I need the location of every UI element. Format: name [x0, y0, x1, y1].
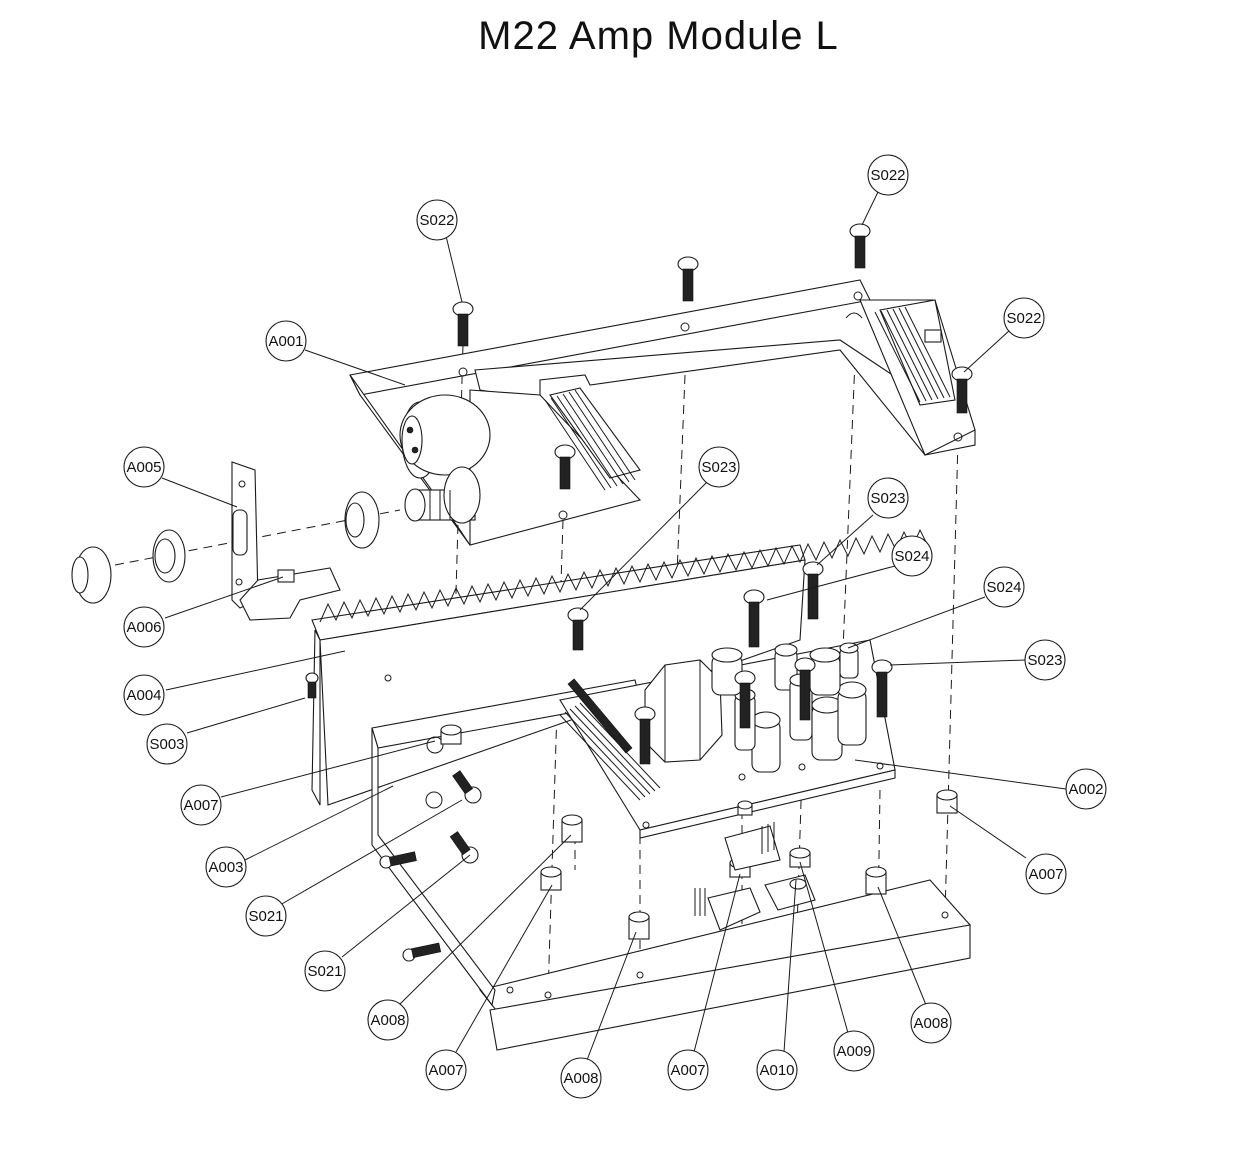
transistor-brackets — [694, 822, 816, 931]
screws — [305, 223, 973, 962]
callout-label: A008 — [913, 1015, 948, 1032]
callout-a008: A008 — [367, 999, 409, 1041]
callout-label: A010 — [759, 1062, 794, 1079]
callout-label: S023 — [870, 490, 905, 507]
callout-bubble — [1024, 639, 1066, 681]
callout-label: A007 — [183, 797, 218, 814]
callout-s023: S023 — [1024, 639, 1066, 681]
callout-label: A007 — [1028, 866, 1063, 883]
callout-label: S023 — [701, 459, 736, 476]
callout-a007: A007 — [180, 784, 222, 826]
callout-bubble — [891, 535, 933, 577]
callout-a007: A007 — [425, 1049, 467, 1091]
callout-bubble — [180, 784, 222, 826]
callout-label: A008 — [563, 1070, 598, 1087]
callout-bubble — [1003, 297, 1045, 339]
callout-label: A005 — [126, 459, 161, 476]
callout-a007: A007 — [1025, 853, 1067, 895]
callout-a010: A010 — [756, 1049, 798, 1091]
upper-board-assembly — [349, 279, 976, 546]
callout-label: S024 — [894, 548, 929, 565]
callout-s003: S003 — [146, 723, 188, 765]
callout-a007: A007 — [667, 1049, 709, 1091]
callout-label: S024 — [986, 579, 1021, 596]
callout-bubble — [867, 477, 909, 519]
callout-bubble — [245, 895, 287, 937]
callout-s022: S022 — [1003, 297, 1045, 339]
callout-a006: A006 — [123, 606, 165, 648]
callout-s021: S021 — [304, 950, 346, 992]
callout-bubble — [146, 723, 188, 765]
callout-label: A006 — [126, 619, 161, 636]
callout-label: S022 — [870, 167, 905, 184]
leader-lines — [161, 191, 1067, 1061]
jack-socket — [404, 466, 481, 524]
callout-bubble — [667, 1049, 709, 1091]
callout-label: A009 — [836, 1043, 871, 1060]
callout-a008: A008 — [560, 1057, 602, 1099]
callout-a004: A004 — [123, 674, 165, 716]
diagram-title: M22 Amp Module L — [478, 14, 839, 58]
callout-a005: A005 — [123, 446, 165, 488]
callout-label: A007 — [670, 1062, 705, 1079]
callout-label: A008 — [370, 1012, 405, 1029]
xlr-connector — [399, 394, 491, 479]
callout-s021: S021 — [245, 895, 287, 937]
grommet-nuts — [71, 491, 380, 604]
callout-bubble — [367, 999, 409, 1041]
callout-bubble — [123, 446, 165, 488]
callout-a002: A002 — [1065, 768, 1107, 810]
callout-label: A003 — [208, 859, 243, 876]
callout-a001: A001 — [265, 320, 307, 362]
callout-s024: S024 — [983, 566, 1025, 608]
callout-bubble — [416, 199, 458, 241]
callout-bubble — [425, 1049, 467, 1091]
callout-bubble — [265, 320, 307, 362]
callout-bubble — [1065, 768, 1107, 810]
callout-bubble — [560, 1057, 602, 1099]
callout-bubble — [304, 950, 346, 992]
callout-s022: S022 — [416, 199, 458, 241]
callout-bubble — [698, 446, 740, 488]
callout-bubble — [867, 154, 909, 196]
callout-bubble — [910, 1002, 952, 1044]
callout-a008: A008 — [910, 1002, 952, 1044]
side-bracket — [231, 461, 341, 621]
callout-a009: A009 — [833, 1030, 875, 1072]
callout-bubble — [833, 1030, 875, 1072]
callout-bubble — [123, 674, 165, 716]
callout-s023: S023 — [698, 446, 740, 488]
callout-s023: S023 — [867, 477, 909, 519]
callout-s024: S024 — [891, 535, 933, 577]
callout-label: S022 — [1006, 310, 1041, 327]
callout-bubble — [983, 566, 1025, 608]
callout-bubble — [1025, 853, 1067, 895]
callout-label: S022 — [419, 212, 454, 229]
callout-label: A001 — [268, 333, 303, 350]
callout-bubble — [205, 846, 247, 888]
callout-bubble — [756, 1049, 798, 1091]
callout-label: S023 — [1027, 652, 1062, 669]
callout-label: S021 — [307, 963, 342, 980]
callout-label: A004 — [126, 687, 161, 704]
callout-bubble — [123, 606, 165, 648]
callout-label: A007 — [428, 1062, 463, 1079]
callout-label: A002 — [1068, 781, 1103, 798]
callout-label: S003 — [149, 736, 184, 753]
callout-s022: S022 — [867, 154, 909, 196]
callouts: S022S022S022A001A005A006A004S003A007A003… — [123, 154, 1107, 1099]
callout-label: S021 — [248, 908, 283, 925]
capacitors — [711, 642, 867, 773]
base-plate — [479, 879, 972, 1051]
amp-pcb — [559, 639, 896, 839]
callout-a003: A003 — [205, 846, 247, 888]
